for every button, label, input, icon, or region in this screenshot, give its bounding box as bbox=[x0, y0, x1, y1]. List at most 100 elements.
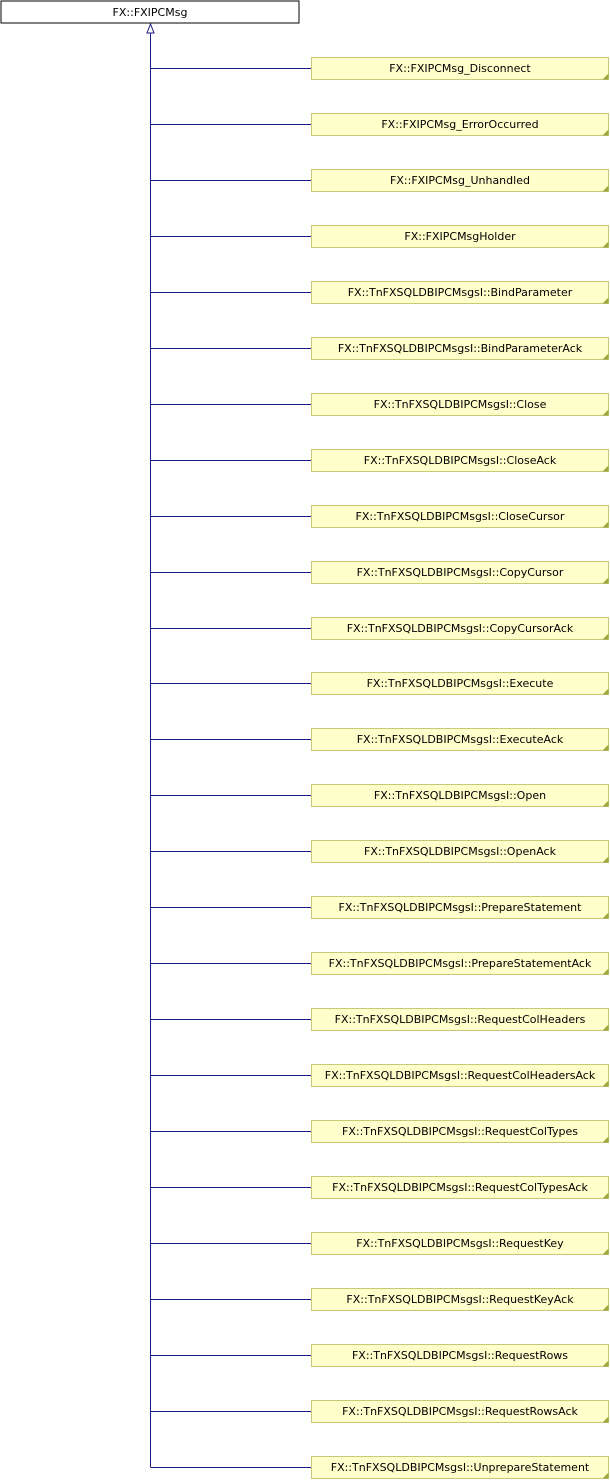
derived-class-node[interactable]: FX::TnFXSQLDBIPCMsgsI::CloseAck bbox=[311, 449, 609, 472]
derived-class-label: FX::TnFXSQLDBIPCMsgsI::PrepareStatement bbox=[339, 901, 583, 914]
derived-class-label: FX::TnFXSQLDBIPCMsgsI::BindParameter bbox=[348, 286, 573, 299]
link-corner-icon bbox=[602, 688, 609, 695]
derived-class-box bbox=[311, 1176, 609, 1199]
link-corner-icon bbox=[602, 185, 609, 192]
derived-class-label: FX::TnFXSQLDBIPCMsgsI::ExecuteAck bbox=[357, 733, 564, 746]
link-corner-icon bbox=[602, 1472, 609, 1479]
link-corner-icon bbox=[602, 1024, 609, 1031]
link-corner-icon bbox=[602, 1136, 609, 1143]
link-corner-icon bbox=[602, 633, 609, 640]
derived-class-node[interactable]: FX::TnFXSQLDBIPCMsgsI::RequestColTypes bbox=[311, 1120, 609, 1143]
derived-class-box bbox=[311, 1344, 609, 1367]
derived-class-node[interactable]: FX::TnFXSQLDBIPCMsgsI::RequestKeyAck bbox=[311, 1288, 609, 1311]
link-corner-icon bbox=[602, 1416, 609, 1423]
derived-class-label: FX::TnFXSQLDBIPCMsgsI::RequestKeyAck bbox=[346, 1293, 574, 1306]
derived-class-node[interactable]: FX::TnFXSQLDBIPCMsgsI::RequestColTypesAc… bbox=[311, 1176, 609, 1199]
derived-class-label: FX::TnFXSQLDBIPCMsgsI::RequestRows bbox=[352, 1349, 568, 1362]
derived-class-node[interactable]: FX::TnFXSQLDBIPCMsgsI::PrepareStatement bbox=[311, 896, 609, 919]
link-corner-icon bbox=[602, 297, 609, 304]
derived-class-node[interactable]: FX::TnFXSQLDBIPCMsgsI::Open bbox=[311, 784, 609, 807]
derived-class-box bbox=[311, 1120, 609, 1143]
derived-class-label: FX::TnFXSQLDBIPCMsgsI::CopyCursor bbox=[357, 566, 564, 579]
derived-class-label: FX::TnFXSQLDBIPCMsgsI::BindParameterAck bbox=[338, 342, 583, 355]
link-corner-icon bbox=[602, 912, 609, 919]
link-corner-icon bbox=[602, 1360, 609, 1367]
derived-class-box bbox=[311, 169, 609, 192]
inheritance-edges bbox=[146, 22, 311, 1468]
base-class-box bbox=[0, 0, 300, 24]
link-corner-icon bbox=[602, 241, 609, 248]
link-corner-icon bbox=[602, 1080, 609, 1087]
link-corner-icon bbox=[602, 800, 609, 807]
derived-class-node[interactable]: FX::TnFXSQLDBIPCMsgsI::RequestRowsAck bbox=[311, 1400, 609, 1423]
derived-class-label: FX::FXIPCMsg_ErrorOccurred bbox=[381, 118, 538, 131]
derived-class-label: FX::TnFXSQLDBIPCMsgsI::RequestKey bbox=[356, 1237, 564, 1250]
derived-class-node[interactable]: FX::TnFXSQLDBIPCMsgsI::PrepareStatementA… bbox=[311, 952, 609, 975]
derived-class-node[interactable]: FX::FXIPCMsgHolder bbox=[311, 225, 609, 248]
derived-class-node[interactable]: FX::FXIPCMsg_ErrorOccurred bbox=[311, 113, 609, 136]
derived-class-label: FX::FXIPCMsg_Unhandled bbox=[390, 174, 530, 187]
derived-class-label: FX::TnFXSQLDBIPCMsgsI::RequestRowsAck bbox=[342, 1405, 578, 1418]
derived-class-box bbox=[311, 1400, 609, 1423]
derived-class-label: FX::TnFXSQLDBIPCMsgsI::RequestColHeaders bbox=[335, 1013, 586, 1026]
derived-class-box bbox=[311, 728, 609, 751]
derived-class-label: FX::TnFXSQLDBIPCMsgsI::CloseCursor bbox=[356, 510, 565, 523]
derived-class-label: FX::TnFXSQLDBIPCMsgsI::RequestColHeaders… bbox=[325, 1069, 596, 1082]
derived-class-label: FX::TnFXSQLDBIPCMsgsI::CloseAck bbox=[364, 454, 557, 467]
link-corner-icon bbox=[602, 409, 609, 416]
derived-class-node[interactable]: FX::TnFXSQLDBIPCMsgsI::CopyCursorAck bbox=[311, 617, 609, 640]
derived-class-node[interactable]: FX::TnFXSQLDBIPCMsgsI::Execute bbox=[311, 672, 609, 695]
derived-class-label: FX::TnFXSQLDBIPCMsgsI::UnprepareStatemen… bbox=[331, 1461, 590, 1474]
link-corner-icon bbox=[602, 129, 609, 136]
derived-class-box bbox=[311, 561, 609, 584]
derived-class-node[interactable]: FX::TnFXSQLDBIPCMsgsI::CopyCursor bbox=[311, 561, 609, 584]
derived-class-node[interactable]: FX::TnFXSQLDBIPCMsgsI::UnprepareStatemen… bbox=[311, 1456, 609, 1479]
derived-class-label: FX::TnFXSQLDBIPCMsgsI::CopyCursorAck bbox=[347, 622, 574, 635]
derived-class-label: FX::TnFXSQLDBIPCMsgsI::Open bbox=[374, 789, 546, 802]
derived-class-nodes: FX::FXIPCMsg_DisconnectFX::FXIPCMsg_Erro… bbox=[311, 57, 609, 1479]
link-corner-icon bbox=[602, 1248, 609, 1255]
base-class-node[interactable]: FX::FXIPCMsg bbox=[0, 0, 300, 24]
derived-class-label: FX::FXIPCMsg_Disconnect bbox=[389, 62, 531, 75]
derived-class-box bbox=[311, 57, 609, 80]
derived-class-node[interactable]: FX::TnFXSQLDBIPCMsgsI::BindParameter bbox=[311, 281, 609, 304]
link-corner-icon bbox=[602, 73, 609, 80]
derived-class-box bbox=[311, 1008, 609, 1031]
derived-class-node[interactable]: FX::TnFXSQLDBIPCMsgsI::RequestColHeaders… bbox=[311, 1064, 609, 1087]
derived-class-label: FX::TnFXSQLDBIPCMsgsI::RequestColTypesAc… bbox=[332, 1181, 588, 1194]
derived-class-node[interactable]: FX::TnFXSQLDBIPCMsgsI::ExecuteAck bbox=[311, 728, 609, 751]
derived-class-node[interactable]: FX::TnFXSQLDBIPCMsgsI::Close bbox=[311, 393, 609, 416]
derived-class-box bbox=[311, 113, 609, 136]
derived-class-label: FX::TnFXSQLDBIPCMsgsI::Close bbox=[374, 398, 547, 411]
derived-class-node[interactable]: FX::FXIPCMsg_Disconnect bbox=[311, 57, 609, 80]
derived-class-box bbox=[311, 337, 609, 360]
link-corner-icon bbox=[602, 1304, 609, 1311]
link-corner-icon bbox=[602, 856, 609, 863]
link-corner-icon bbox=[602, 1192, 609, 1199]
link-corner-icon bbox=[602, 465, 609, 472]
derived-class-node[interactable]: FX::TnFXSQLDBIPCMsgsI::BindParameterAck bbox=[311, 337, 609, 360]
derived-class-label: FX::TnFXSQLDBIPCMsgsI::OpenAck bbox=[364, 845, 557, 858]
derived-class-box bbox=[311, 1288, 609, 1311]
link-corner-icon bbox=[602, 577, 609, 584]
derived-class-node[interactable]: FX::TnFXSQLDBIPCMsgsI::CloseCursor bbox=[311, 505, 609, 528]
derived-class-label: FX::TnFXSQLDBIPCMsgsI::Execute bbox=[367, 677, 554, 690]
derived-class-box bbox=[311, 1232, 609, 1255]
derived-class-box bbox=[311, 672, 609, 695]
derived-class-box bbox=[311, 784, 609, 807]
derived-class-node[interactable]: FX::TnFXSQLDBIPCMsgsI::RequestColHeaders bbox=[311, 1008, 609, 1031]
derived-class-node[interactable]: FX::TnFXSQLDBIPCMsgsI::RequestRows bbox=[311, 1344, 609, 1367]
link-corner-icon bbox=[602, 353, 609, 360]
derived-class-node[interactable]: FX::TnFXSQLDBIPCMsgsI::RequestKey bbox=[311, 1232, 609, 1255]
base-class-label: FX::FXIPCMsg bbox=[113, 6, 188, 19]
derived-class-box bbox=[311, 1064, 609, 1087]
link-corner-icon bbox=[602, 744, 609, 751]
derived-class-node[interactable]: FX::FXIPCMsg_Unhandled bbox=[311, 169, 609, 192]
derived-class-label: FX::FXIPCMsgHolder bbox=[404, 230, 516, 243]
derived-class-node[interactable]: FX::TnFXSQLDBIPCMsgsI::OpenAck bbox=[311, 840, 609, 863]
derived-class-box bbox=[311, 952, 609, 975]
derived-class-box bbox=[311, 393, 609, 416]
derived-class-label: FX::TnFXSQLDBIPCMsgsI::PrepareStatementA… bbox=[329, 957, 592, 970]
derived-class-box bbox=[311, 449, 609, 472]
